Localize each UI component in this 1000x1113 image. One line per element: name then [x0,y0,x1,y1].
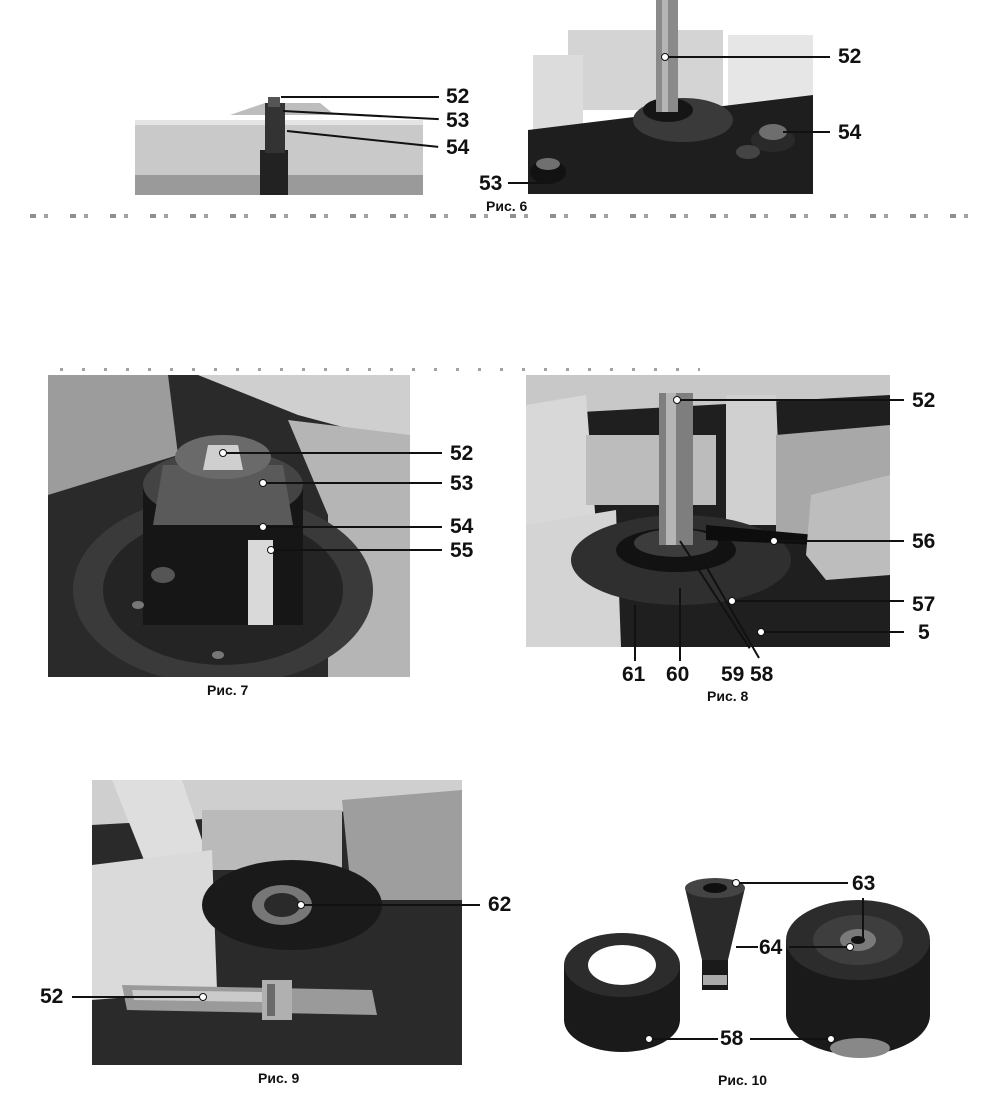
leader-dot [757,628,765,636]
leader-dot [267,546,275,554]
leader-line [262,482,442,484]
leader-line [750,1038,830,1040]
leader-line [72,996,202,998]
callout-53: 53 [446,109,470,132]
leader-dot [219,449,227,457]
leader-line [281,96,439,98]
leader-line [789,946,849,948]
callout-52: 52 [912,389,936,412]
leader-line [222,452,442,454]
figure-6-photo [528,0,813,194]
figure-10-photo [560,870,935,1065]
leader-dot [846,943,854,951]
leader-dot [827,1035,835,1043]
leader-line [508,182,544,184]
cropped-text-line [30,214,970,218]
leader-line [300,904,480,906]
callout-62: 62 [488,893,512,916]
callout-5: 5 [918,621,930,644]
leader-line [783,131,830,133]
figure-spindle-side-view [135,95,423,195]
leader-line [736,946,758,948]
figure-caption: Рис. 8 [707,688,749,704]
figure-7-photo [48,375,410,677]
figure-caption: Рис. 10 [718,1072,768,1088]
leader-line [664,56,830,58]
callout-52: 52 [838,45,862,68]
callout-54: 54 [450,515,474,538]
leader-line [773,540,904,542]
leader-line [634,605,636,661]
leader-line [270,549,442,551]
leader-line [262,526,442,528]
callout-55: 55 [450,539,474,562]
leader-dot [661,53,669,61]
figure-caption: Рис. 6 [486,198,528,214]
callout-63: 63 [852,872,876,895]
callout-58: 58 [750,663,774,686]
callout-53: 53 [450,472,474,495]
leader-line [676,399,904,401]
figure-caption: Рис. 9 [258,1070,300,1086]
callout-56: 56 [912,530,936,553]
leader-dot [728,597,736,605]
callout-59: 59 [721,663,745,686]
callout-52: 52 [446,85,470,108]
cropped-text-line [60,368,700,371]
figure-9-photo [92,780,462,1065]
figure-caption: Рис. 7 [207,682,249,698]
leader-dot [259,479,267,487]
leader-dot [645,1035,653,1043]
callout-54: 54 [446,136,470,159]
callout-58: 58 [720,1027,744,1050]
leader-line [731,600,904,602]
callout-61: 61 [622,663,646,686]
callout-52: 52 [40,985,64,1008]
leader-line [862,898,864,938]
leader-dot [199,993,207,1001]
leader-dot [297,901,305,909]
callout-53: 53 [479,172,503,195]
callout-60: 60 [666,663,690,686]
leader-line [760,631,904,633]
leader-dot [673,396,681,404]
callout-52: 52 [450,442,474,465]
leader-dot [732,879,740,887]
leader-dot [259,523,267,531]
callout-54: 54 [838,121,862,144]
leader-line [679,588,681,661]
leader-line [648,1038,718,1040]
callout-64: 64 [759,936,783,959]
leader-dot [770,537,778,545]
leader-line [735,882,848,884]
callout-57: 57 [912,593,936,616]
figure-8-photo [526,375,890,647]
